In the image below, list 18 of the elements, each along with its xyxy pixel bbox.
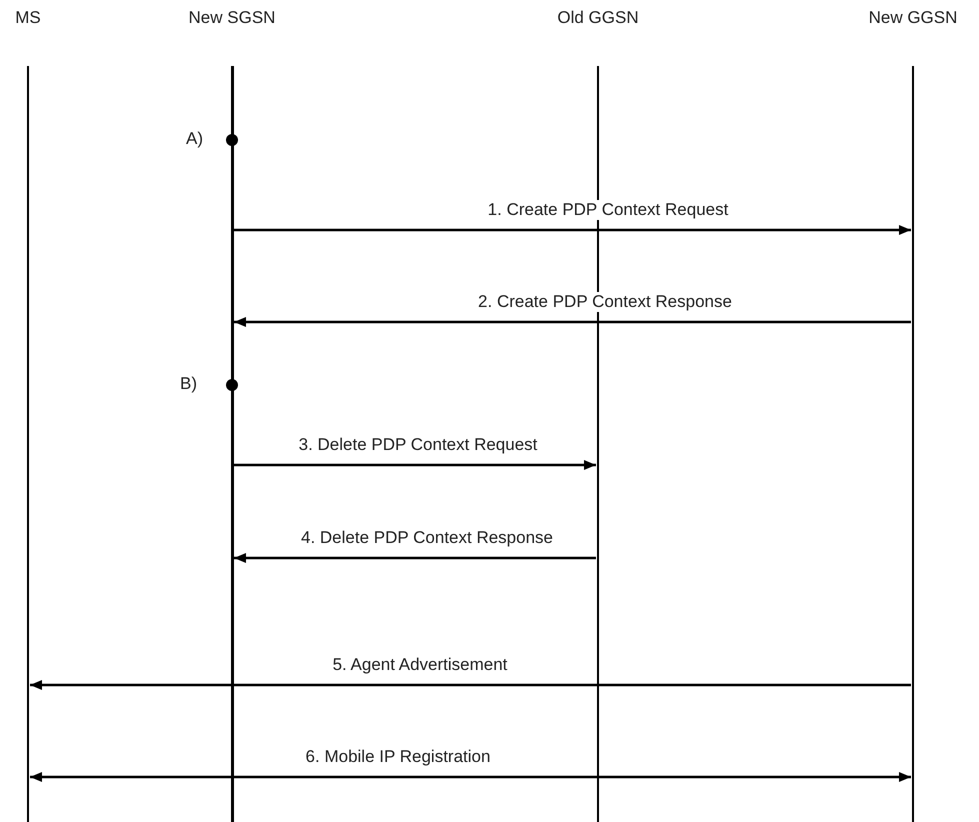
message-label: 5. Agent Advertisement (332, 655, 508, 675)
message-arrow (234, 225, 911, 235)
message-label: 1. Create PDP Context Request (486, 200, 730, 220)
participant-label: MS (14, 8, 42, 28)
message-arrow (234, 553, 596, 563)
message-arrow (30, 680, 911, 690)
message-arrow (30, 772, 911, 782)
step-marker-label: A) (186, 129, 203, 149)
message-arrow (234, 317, 911, 327)
participant-label: New SGSN (188, 8, 276, 28)
message-arrow (234, 460, 596, 470)
step-marker-label: B) (180, 374, 197, 394)
message-label: 4. Delete PDP Context Response (300, 528, 554, 548)
participant-label: Old GGSN (556, 8, 640, 28)
message-label: 6. Mobile IP Registration (304, 747, 492, 767)
message-label: 2. Create PDP Context Response (477, 292, 733, 312)
participant-label: New GGSN (868, 8, 958, 28)
message-label: 3. Delete PDP Context Request (298, 435, 538, 455)
